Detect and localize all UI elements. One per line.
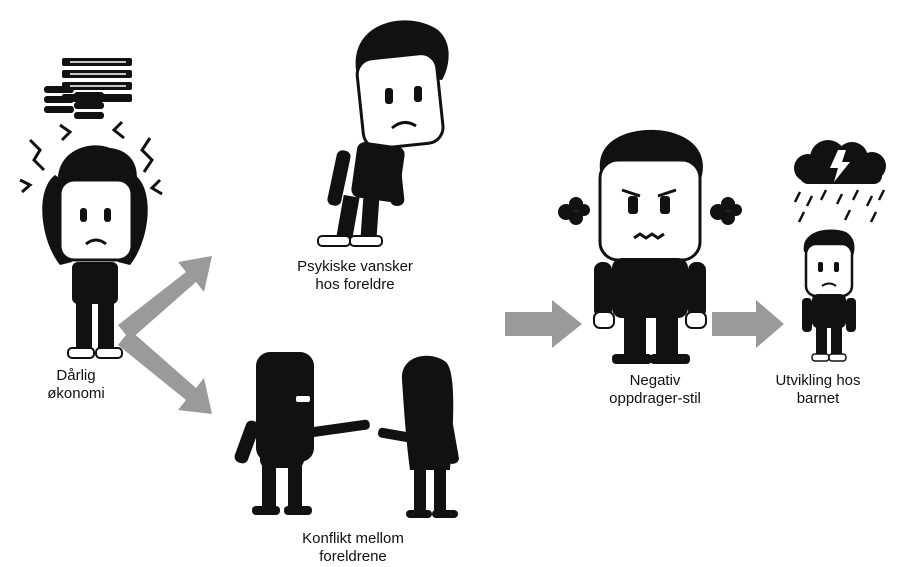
label-psychological-problems: Psykiske vansker hos foreldre bbox=[270, 258, 440, 294]
branch-arrow-down bbox=[118, 330, 212, 414]
sad-child-person bbox=[802, 229, 856, 362]
label-bad-economy-line1: Dårlig bbox=[56, 367, 96, 384]
rain-icon bbox=[793, 189, 886, 223]
arrow-to-negative bbox=[505, 300, 582, 348]
label-conflict-line1: Konflikt mellom bbox=[302, 530, 404, 547]
label-parent-conflict: Konflikt mellom foreldrene bbox=[268, 530, 438, 566]
label-bad-economy-line2: økonomi bbox=[47, 385, 105, 402]
label-psych-line2: hos foreldre bbox=[315, 276, 395, 293]
label-negative-line2: oppdrager-stil bbox=[609, 390, 701, 407]
arrow-to-child bbox=[712, 300, 784, 348]
label-child-development: Utvikling hos barnet bbox=[758, 372, 878, 408]
label-child-line2: barnet bbox=[796, 390, 840, 407]
anger-puff-icon bbox=[558, 197, 742, 225]
label-conflict-line2: foreldrene bbox=[319, 548, 387, 565]
arguing-parents bbox=[234, 352, 459, 518]
economy-person bbox=[42, 145, 148, 359]
label-negative-line1: Negativ bbox=[629, 372, 681, 389]
label-psych-line1: Psykiske vansker bbox=[297, 258, 413, 275]
money-stack-icon bbox=[44, 58, 132, 119]
sad-parent-person bbox=[317, 20, 449, 247]
label-negative-parenting: Negativ oppdrager-stil bbox=[590, 372, 720, 408]
angry-parent-person bbox=[593, 129, 707, 364]
label-child-line1: Utvikling hos bbox=[775, 372, 861, 389]
stress-lines-icon bbox=[19, 120, 163, 196]
branch-arrow-up bbox=[118, 256, 212, 340]
label-bad-economy: Dårlig økonomi bbox=[36, 367, 116, 403]
lightning-icon bbox=[830, 150, 850, 182]
